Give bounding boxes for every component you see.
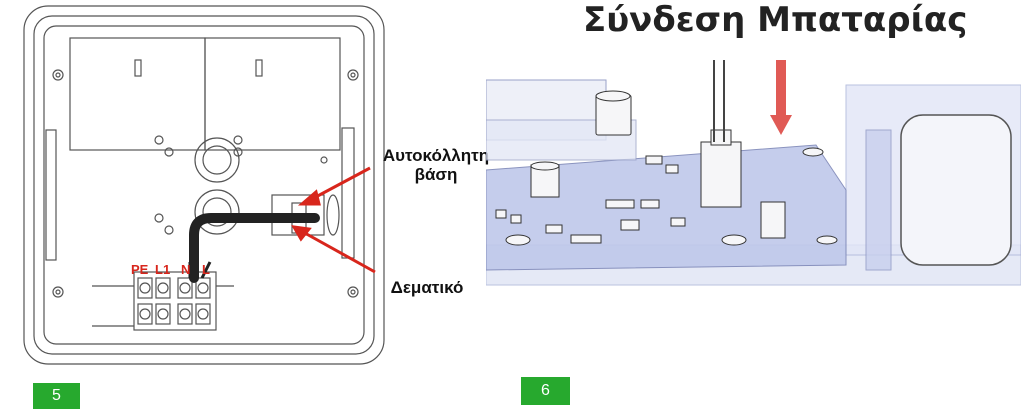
terminal-label-n: N <box>181 262 191 277</box>
terminal-label-pe: PE <box>131 262 149 277</box>
page-badge-5: 5 <box>33 383 80 409</box>
battery-connection-illustration <box>486 60 1021 286</box>
compartment-right <box>204 37 341 151</box>
page-badge-6: 6 <box>521 377 570 405</box>
knockout-lower <box>194 189 240 235</box>
cable-gland <box>326 194 340 236</box>
terminal-label-l1: L1 <box>155 262 171 277</box>
enclosure-outer <box>23 5 385 365</box>
callout-adhesive-base: Αυτοκόλλητη βάση <box>382 146 490 184</box>
page-title: Σύνδεση Μπαταρίας <box>583 0 968 40</box>
knockout-upper <box>194 137 240 183</box>
battery-connector <box>700 141 742 208</box>
arrow-cable-tie <box>302 230 376 274</box>
terminal-block <box>133 271 217 331</box>
power-cable <box>189 213 320 283</box>
terminal-label-l: L <box>202 262 210 277</box>
enclosure-wiring-diagram <box>23 5 385 365</box>
arrow-adhesive-base <box>311 166 371 201</box>
enclosure-inner <box>33 15 375 355</box>
arrow-battery-icon <box>776 60 786 115</box>
compartment-left <box>69 37 206 151</box>
callout-cable-tie: Δεματικό <box>390 278 464 297</box>
